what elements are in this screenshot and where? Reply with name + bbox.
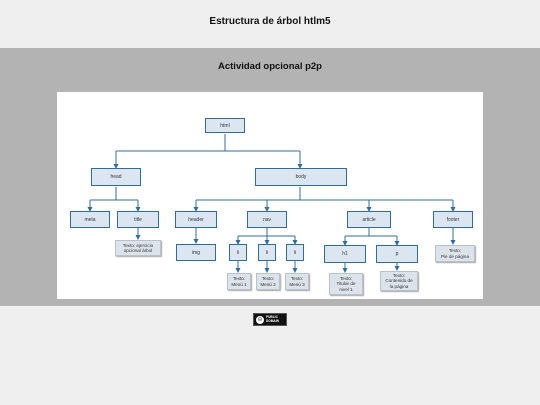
tree-diagram: html head body meta title header nav art… (57, 92, 483, 299)
node-body: body (255, 168, 347, 186)
note-footer-text: Texto: Pie de página (435, 245, 475, 262)
node-li-3: li (286, 244, 304, 261)
node-head: head (91, 168, 141, 186)
note-p-text: Texto: Contenido de la página (380, 271, 418, 291)
node-li-2: li (258, 244, 276, 261)
node-header: header (175, 211, 217, 228)
license-badge[interactable]: ☉ PUBLIC DOMAIN (253, 313, 287, 326)
node-html: html (205, 118, 245, 133)
note-menu-3: Texto: Menú 3 (285, 273, 309, 290)
note-menu-1: Texto: Menú 1 (227, 273, 251, 290)
node-img: img (176, 244, 216, 261)
node-nav: nav (247, 211, 287, 228)
node-li-1: li (229, 244, 247, 261)
license-text: PUBLIC DOMAIN (266, 315, 279, 323)
node-article: article (347, 211, 391, 228)
node-h1: h1 (324, 245, 366, 263)
node-title: title (117, 211, 159, 228)
page-title: Estructura de árbol htlm5 (209, 16, 331, 27)
section-title: Actividad opcional p2p (218, 61, 322, 72)
title-bar: Estructura de árbol htlm5 (0, 0, 540, 48)
node-footer: footer (433, 211, 473, 228)
node-meta: meta (70, 211, 110, 228)
note-title-text: Texto: ejercicio opcional árbol (115, 240, 161, 256)
note-h1-text: Texto: Titular de nivel 1 (329, 273, 363, 295)
public-domain-icon: ☉ (256, 315, 264, 324)
node-p: p (376, 245, 418, 263)
note-menu-2: Texto: Menú 2 (256, 273, 280, 290)
connector-lines (87, 134, 456, 273)
